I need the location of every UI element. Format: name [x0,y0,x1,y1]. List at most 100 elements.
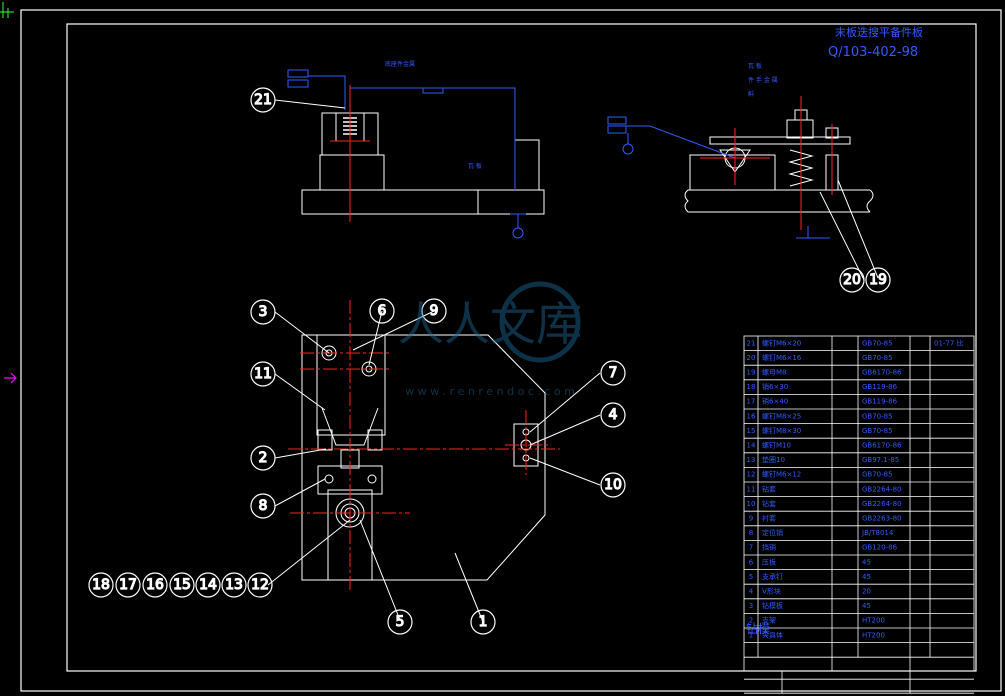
balloon-17: 17 [115,572,141,598]
cursor-arrow-icon [4,372,17,384]
svg-text:14: 14 [199,577,217,593]
bom-cell-name: 螺钉M10 [762,441,791,450]
svg-text:15: 15 [173,577,191,593]
bom-outline [743,335,975,672]
bom-cell-no: 4 [749,588,754,596]
bom-cell-name: 挡销 [762,543,776,552]
svg-text:4: 4 [609,407,618,423]
bom-cell-std: 45 [862,573,871,581]
bom-cell-name: V形块 [762,587,781,596]
side-view-blue-lines [607,116,830,239]
svg-text:5: 5 [396,614,405,630]
front-view-notes: 底座件金属 瓦 板 [385,60,482,170]
bom-cell-no: 21 [747,339,756,347]
bom-cell-std: HT200 [862,617,885,625]
bom-cell-name: 支承钉 [762,572,783,581]
bom-cell-no: 1 [749,631,753,639]
balloon-6: 6 [369,298,395,324]
balloon-1: 1 [470,609,496,635]
svg-text:9: 9 [430,303,439,319]
bom-cell-name: 螺钉M6×20 [762,338,801,347]
balloon-13: 13 [221,572,247,598]
bom-cell-no: 19 [747,369,756,377]
svg-text:18: 18 [92,577,110,593]
ucs-icon [0,2,14,18]
front-view-blue-lines [287,69,526,239]
bom-cell-no: 12 [747,471,756,479]
note-label-c: 件 手 金 属 [748,76,778,84]
leader-lines [267,99,879,623]
bom-cell-std: HT200 [862,631,885,639]
bom-cell-std: GB119-86 [862,383,898,391]
bom-cell-name: 钻模板 [762,601,783,610]
bom-cell-name: 支架 [762,616,776,625]
bom-cell-std: GB2264-80 [862,500,901,508]
side-view-notes: 瓦 板 件 手 金 属 斛 [748,62,778,98]
balloon-3: 3 [250,299,276,325]
balloon-16: 16 [142,572,168,598]
svg-text:3: 3 [259,304,268,320]
balloon-7: 7 [600,360,626,386]
bom-footer-title: 钻模 [746,621,770,636]
bom-cell-name: 销6×40 [762,397,788,406]
bom-cell-std: GB119-86 [862,398,898,406]
svg-text:6: 6 [378,303,387,319]
bom-cell-name: 钻套 [762,499,776,508]
balloon-10: 10 [600,472,626,498]
balloon-19: 19 [865,267,891,293]
bom-header-note: 01-77 比 [934,338,964,347]
balloon-2: 2 [250,445,276,471]
balloon-18: 18 [88,572,114,598]
svg-text:11: 11 [254,366,272,382]
bom-cell-std: GB97.1-85 [862,456,899,464]
watermark-logo-text: 人人文库 [398,297,582,351]
note-label-a: 瓦 板 [468,162,482,170]
svg-text:17: 17 [119,577,137,593]
bom-cell-std: 20 [862,588,871,596]
bom-cell-std: GB70-85 [862,412,893,420]
balloon-12: 12 [247,572,273,598]
bom-cell-name: 螺钉M6×12 [762,470,801,479]
part-balloons: 21 20 19 3 6 9 11 2 8 7 4 10 5 1 18 17 1… [88,87,891,635]
svg-text:12: 12 [251,577,269,593]
title-line1: 末板迭搜平备件板 [835,25,923,39]
bom-cell-name: 螺钉M6×16 [762,353,802,362]
bom-cell-std: GB70-85 [862,427,893,435]
balloon-8: 8 [250,493,276,519]
balloon-9: 9 [421,298,447,324]
drawing-frame [20,9,1002,692]
balloon-21: 21 [250,87,276,113]
svg-text:8: 8 [259,498,268,514]
note-label-b: 瓦 板 [748,62,762,70]
svg-text:7: 7 [609,365,618,381]
bom-cell-std: GB2264-80 [862,485,901,493]
bom-cell-std: 45 [862,602,871,610]
bom-cell-name: 螺钉M8×25 [762,411,801,420]
bom-cell-no: 11 [747,485,756,493]
bom-cell-name: 螺母M8 [762,368,787,377]
bom-cell-std: GB120-86 [862,544,898,552]
bom-cell-std: JB/T8014 [861,529,894,537]
bom-cell-name: 夹具体 [762,630,783,639]
bom-cell-name: 压板 [762,557,776,566]
bom-cell-name: 垫圈10 [762,455,785,464]
bom-cell-name: 螺钉M8×30 [762,426,801,435]
svg-text:1: 1 [479,614,488,630]
bom-cell-name: 销6×30 [762,382,788,391]
bom-cell-std: GB2263-80 [862,515,901,523]
bom-cell-no: 5 [749,573,753,581]
balloon-20: 20 [839,267,865,293]
bom-cell-std: GB70-85 [862,471,893,479]
bom-cell-no: 18 [747,383,756,391]
bom-cell-name: 钻套 [762,484,776,493]
bom-cell-std: GB6170-86 [862,369,902,377]
balloon-5: 5 [387,609,413,635]
bom-cell-no: 6 [749,558,754,566]
bom-cell-no: 17 [747,398,756,406]
plan-view [301,334,546,581]
svg-text:2: 2 [259,450,268,466]
bom-cell-name: 衬套 [762,514,776,523]
bom-cell-no: 8 [749,529,753,537]
